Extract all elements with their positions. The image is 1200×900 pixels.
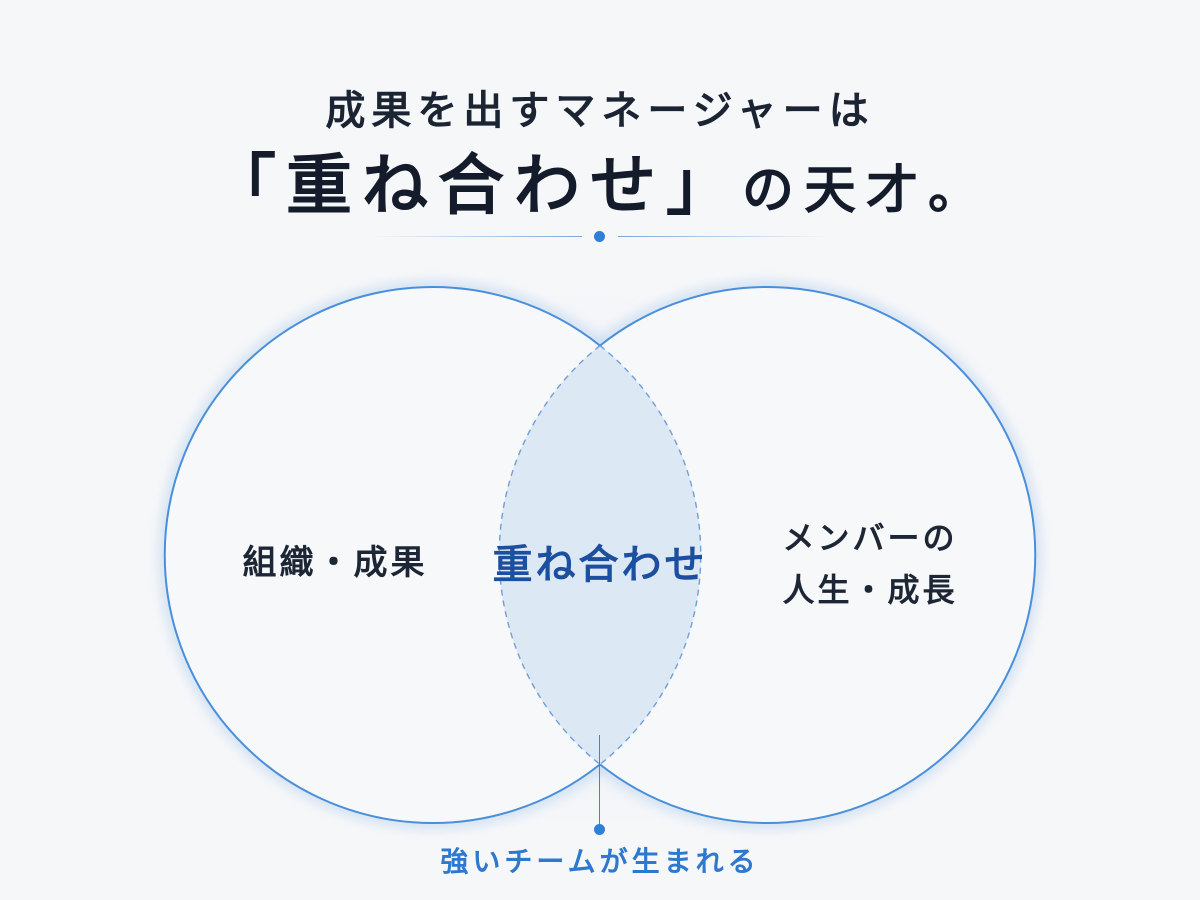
divider-dot: [594, 231, 605, 242]
overlap-right-arc: [599, 345, 702, 765]
divider-right: [618, 236, 828, 237]
pointer-line: [599, 735, 600, 827]
left-circle-label: 組織・成果: [242, 543, 428, 583]
overlap-fill: [499, 287, 701, 823]
right-circle-label: メンバーの 人生・成長: [755, 512, 985, 616]
caption: 強いチームが生まれる: [440, 845, 760, 878]
title-tail: の天才。: [741, 160, 990, 221]
right-label-line-2: 人生・成長: [782, 571, 958, 609]
title-line-1: 成果を出すマネージャーは: [325, 87, 875, 134]
right-circle-outline: [599, 286, 1037, 824]
title-line-2: 「重ね合わせ」の天才。: [0, 132, 1200, 228]
left-circle-outline: [163, 286, 601, 824]
pointer-dot: [594, 824, 605, 835]
right-label-line-1: メンバーの: [782, 519, 958, 557]
title-highlight: 「重ね合わせ」: [209, 146, 742, 224]
overlap-label: 重ね合わせ: [492, 541, 708, 588]
divider-left: [372, 236, 582, 237]
overlap-left-arc: [498, 345, 601, 765]
